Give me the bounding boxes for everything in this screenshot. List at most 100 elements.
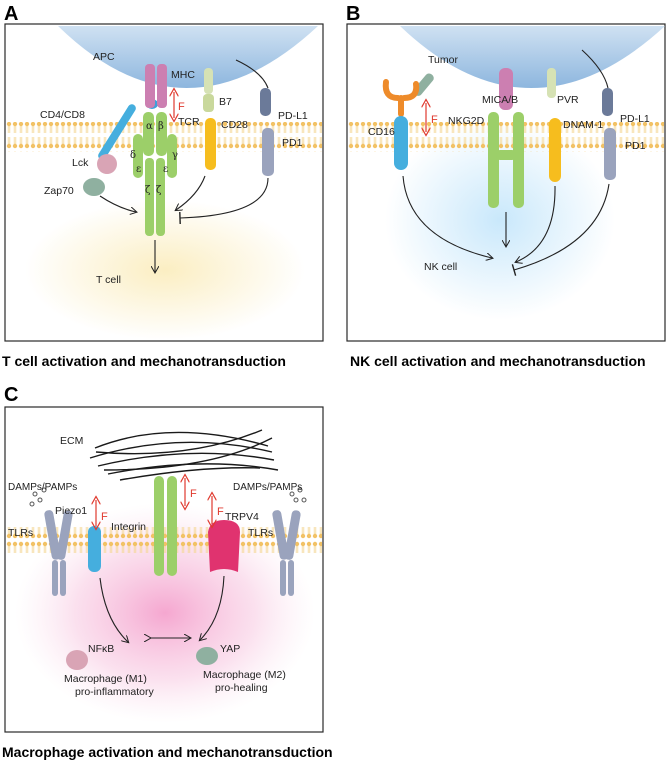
label-tcr: TCR <box>178 116 200 128</box>
antibody-fc <box>382 79 420 117</box>
cd3-gamma: γ <box>172 150 178 161</box>
force-label-b: F <box>431 114 438 126</box>
cd28-receptor <box>205 118 216 170</box>
panel-c-letter: C <box>4 384 18 406</box>
arrow-piezo1-m1 <box>99 577 128 642</box>
cd3-delta: δ <box>130 150 136 161</box>
t-cell-glow <box>25 200 305 340</box>
label-nkg2d: NKG2D <box>448 115 485 127</box>
mhc-chain-1 <box>145 64 155 108</box>
label-tlrs-left: TLRs <box>8 527 33 539</box>
panel-c: C F F F <box>4 384 324 733</box>
label-mhc: MHC <box>171 69 195 81</box>
arrow-dnam-nk <box>516 185 556 262</box>
label-mica: MICA/B <box>482 94 518 106</box>
label-tumor: Tumor <box>428 54 458 66</box>
nfkb-node <box>66 650 88 670</box>
label-m1-sub: pro-inflammatory <box>75 686 155 698</box>
arrow-cd16-nk <box>402 175 492 258</box>
pd1-receptor <box>262 128 274 176</box>
force-label-a: F <box>178 101 185 113</box>
arrow-trpv4-m2 <box>200 575 225 640</box>
arrow-cd28-tcr <box>176 175 206 210</box>
tlr-left <box>44 510 73 596</box>
inhibit-pd1-tcr <box>179 177 269 225</box>
tlr-right <box>272 510 301 596</box>
cd3-zeta-1: ζ <box>145 185 151 196</box>
label-pdl1-b: PD-L1 <box>620 113 650 125</box>
mica-ligand <box>499 68 513 110</box>
panel-b-frame <box>346 23 666 342</box>
label-zap70: Zap70 <box>44 185 74 197</box>
tcr-beta: β <box>158 121 164 132</box>
pvr-ligand <box>547 68 556 98</box>
pdl1-ligand-b <box>602 88 613 116</box>
inhibit-pd1-nk <box>511 183 610 276</box>
label-tcell: T cell <box>96 274 121 286</box>
panel-a-letter: A <box>4 3 18 25</box>
pdl1-stalk <box>235 59 269 89</box>
label-pd1: PD1 <box>282 137 303 149</box>
panel-a-frame <box>4 23 324 342</box>
pd1-receptor-b <box>604 128 616 180</box>
integrin-receptor <box>154 476 177 576</box>
damps-left-particles <box>29 487 47 507</box>
label-cd16: CD16 <box>368 126 395 138</box>
caption-b: NK cell activation and mechanotransducti… <box>350 353 646 369</box>
yap-node <box>196 647 218 665</box>
zap70-kinase <box>83 178 105 196</box>
force-label-trpv4: F <box>217 506 224 518</box>
pdl1-ligand <box>260 88 271 116</box>
label-nkcell: NK cell <box>424 261 457 273</box>
label-pd1-b: PD1 <box>625 140 646 152</box>
label-cd28: CD28 <box>221 119 248 131</box>
panel-c-frame <box>4 406 324 733</box>
label-damps-left: DAMPs/PAMPs <box>8 482 77 493</box>
label-m1: Macrophage (M1) <box>64 673 147 685</box>
apc-cell <box>58 26 318 88</box>
force-label-integrin: F <box>190 488 197 500</box>
tcr-complex <box>133 112 177 236</box>
label-yap: YAP <box>220 643 240 655</box>
label-b7: B7 <box>219 96 232 108</box>
panel-b: B F Tumor MICA/B PVR PD-L1 C <box>346 3 666 342</box>
arrow-zap70-tcr <box>99 195 136 212</box>
label-dnam: DNAM-1 <box>563 119 603 131</box>
cd3-epsilon-1: ε <box>136 164 141 175</box>
label-pvr: PVR <box>557 94 579 106</box>
cd3-epsilon-2: ε <box>163 164 168 175</box>
b7-ligand <box>204 68 213 94</box>
cd3-zeta-2: ζ <box>156 185 162 196</box>
caption-a: T cell activation and mechanotransductio… <box>2 353 286 369</box>
piezo1-channel <box>88 526 101 572</box>
panel-a: A α β δ γ ε ε ζ ζ F <box>4 3 324 342</box>
label-ecm: ECM <box>60 435 83 447</box>
label-tlrs-right: TLRs <box>248 527 273 539</box>
ecm-fibers <box>89 429 279 481</box>
mhc-chain-2 <box>157 64 167 108</box>
cd16-receptor <box>394 116 408 170</box>
label-m2-sub: pro-healing <box>215 682 268 694</box>
label-trpv4: TRPV4 <box>225 511 259 523</box>
dnam1-receptor <box>549 118 561 182</box>
nkg2d-receptor <box>488 112 524 208</box>
cd4cd8-coreceptor <box>98 104 136 160</box>
trpv4-channel <box>208 520 240 572</box>
lck-kinase <box>97 154 117 174</box>
tumor-cell <box>400 26 665 88</box>
tcr-alpha: α <box>146 121 153 132</box>
label-cd4cd8: CD4/CD8 <box>40 109 85 121</box>
label-apc: APC <box>93 51 115 63</box>
caption-c: Macrophage activation and mechanotransdu… <box>2 744 333 760</box>
damps-right-particles <box>289 487 307 503</box>
force-label-piezo1: F <box>101 511 108 523</box>
label-m2: Macrophage (M2) <box>203 669 286 681</box>
label-integrin: Integrin <box>111 521 146 533</box>
label-piezo1: Piezo1 <box>55 505 87 517</box>
label-lck: Lck <box>72 157 89 169</box>
panel-b-letter: B <box>346 3 360 25</box>
label-damps-right: DAMPs/PAMPs <box>233 482 302 493</box>
label-nfkb: NFκB <box>88 643 114 655</box>
label-pdl1: PD-L1 <box>278 110 308 122</box>
